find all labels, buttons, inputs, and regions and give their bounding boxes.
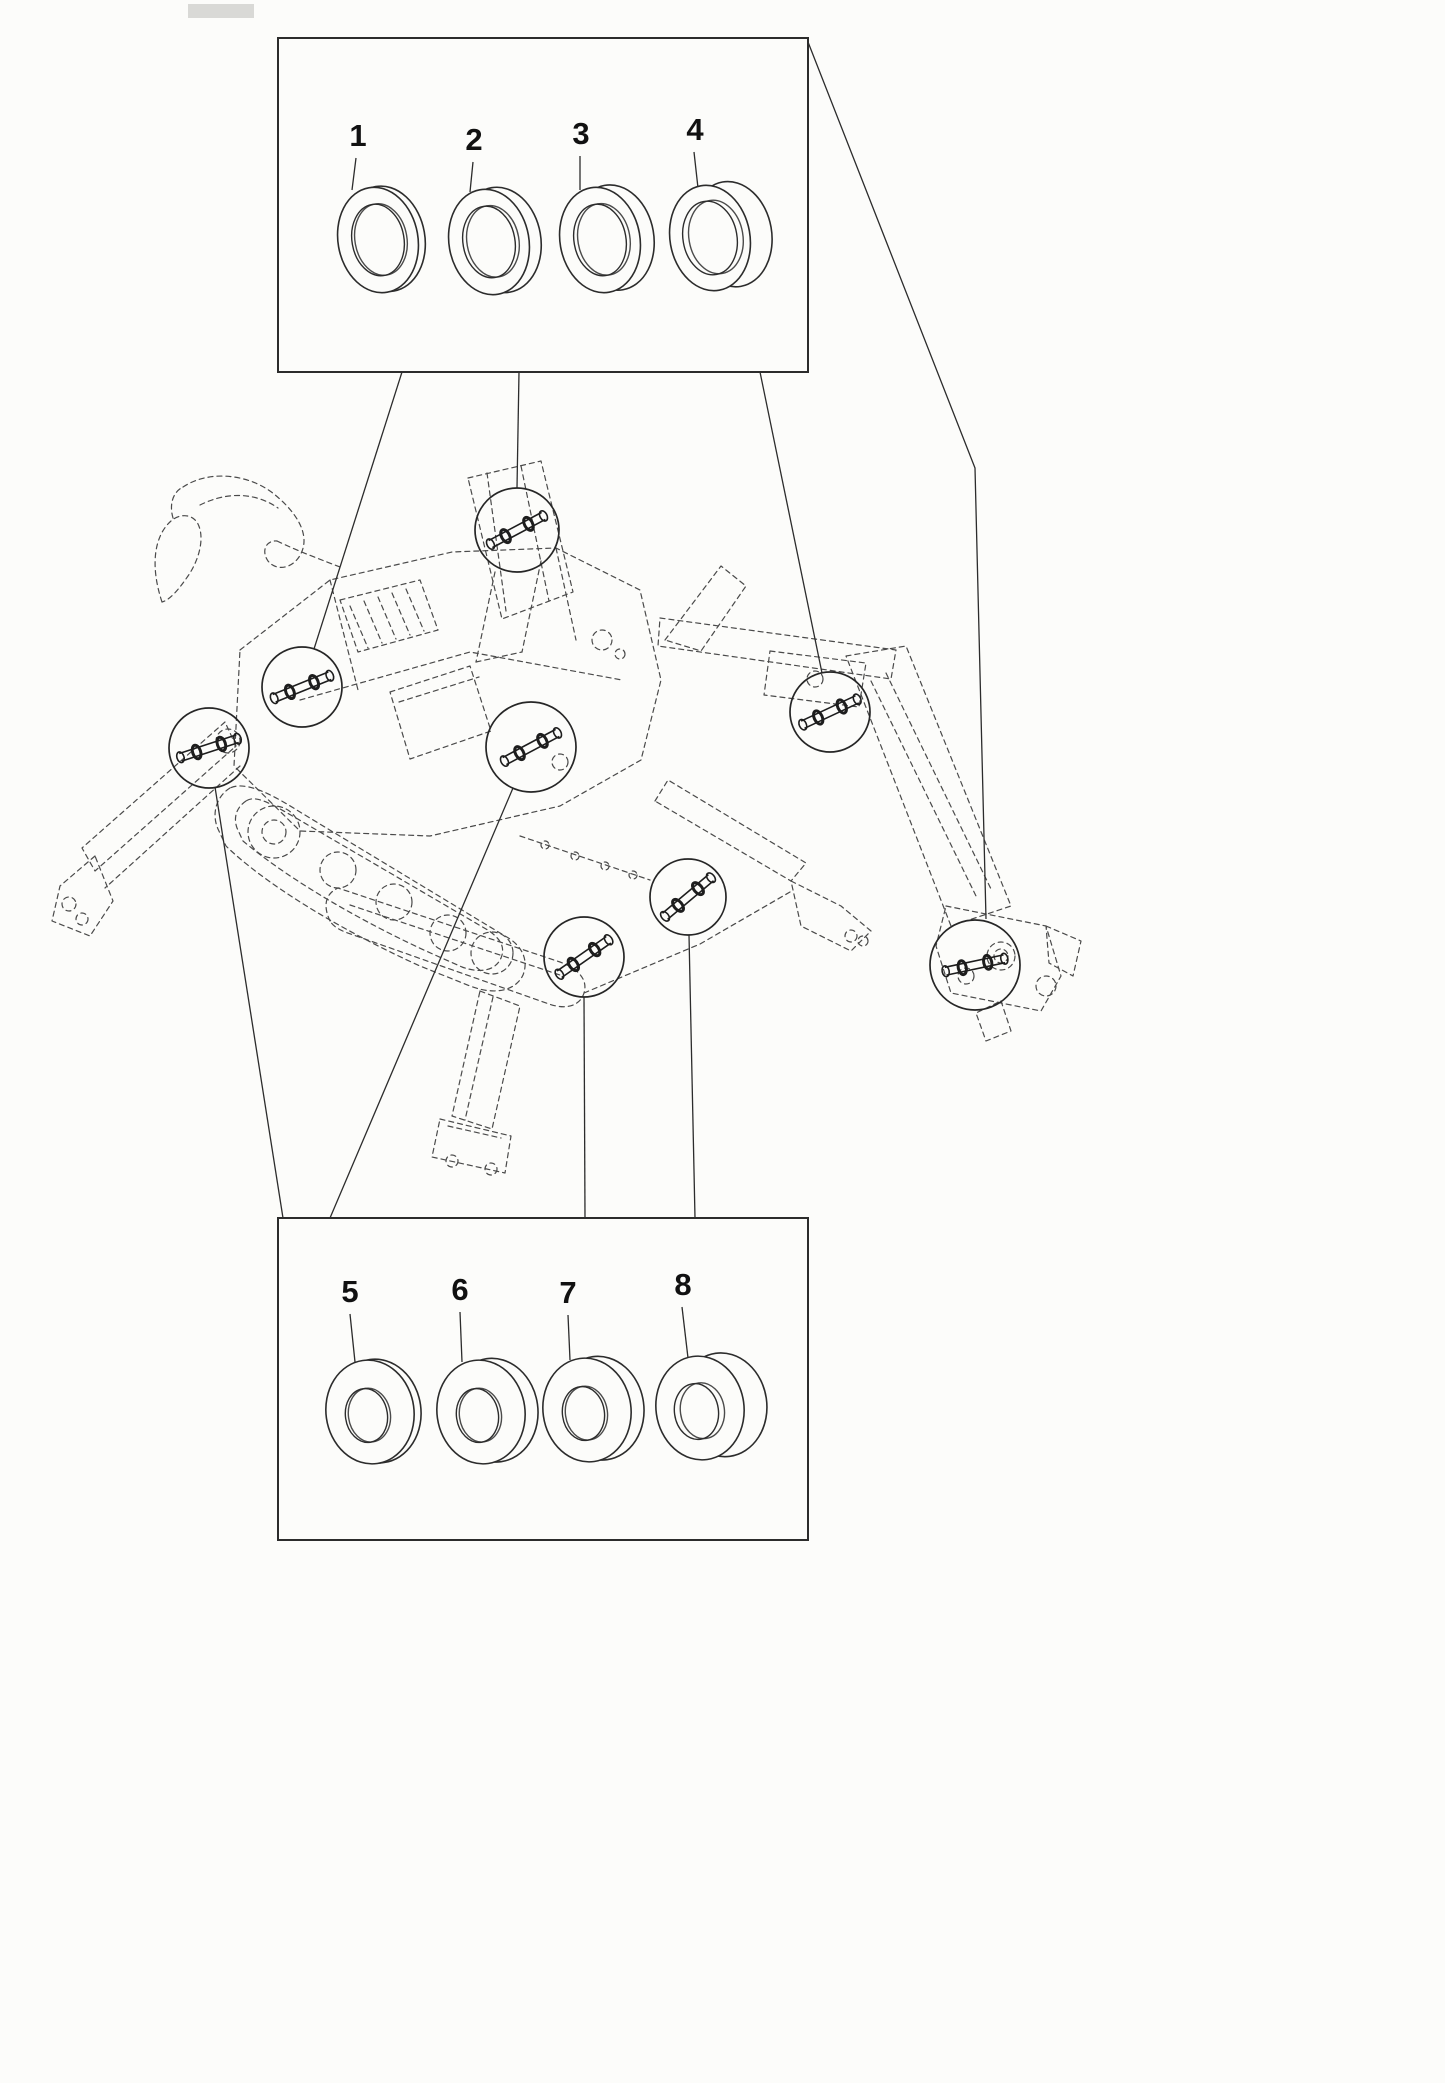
- seal-ring-1: [336, 185, 427, 294]
- label-lead-8: [681, 1306, 689, 1359]
- undercarriage-frame: [519, 835, 791, 994]
- mast: [467, 460, 574, 663]
- seal-ring-2: [447, 186, 543, 296]
- label-lead-5: [349, 1313, 356, 1363]
- part-label-4: 4: [686, 112, 704, 147]
- part-8: 8: [655, 1267, 768, 1461]
- label-lead-2: [469, 161, 474, 193]
- leader-line-bottom-far-left: [214, 786, 284, 1219]
- callout-circle: [261, 646, 343, 728]
- seal-ring-3: [558, 184, 656, 294]
- callout-circle: [168, 707, 250, 789]
- part-label-1: 1: [349, 118, 366, 153]
- leader-line-top-left: [313, 371, 403, 650]
- callout-circle: [543, 916, 625, 998]
- leader-line-top-right: [759, 371, 823, 674]
- seal-ring-5: [325, 1358, 422, 1465]
- boom-arm: [657, 565, 1082, 1042]
- seal-ring-8: [655, 1352, 768, 1461]
- top-parts-box-group: 1 2 3: [277, 37, 809, 373]
- part-label-2: 2: [465, 122, 482, 157]
- tracks: [214, 785, 586, 1008]
- left-outrigger: [51, 721, 241, 937]
- callout-circle: [474, 487, 560, 573]
- callout-center: [485, 701, 577, 793]
- machine-illustration: [51, 460, 1082, 1176]
- callout-lower-center: [543, 916, 625, 998]
- part-2: 2: [447, 122, 543, 296]
- leader-line-top-center: [516, 371, 520, 489]
- callout-lower-right: [649, 858, 727, 936]
- callout-circle: [649, 858, 727, 936]
- part-label-8: 8: [674, 1267, 691, 1302]
- leader-line-bottom-right: [688, 934, 696, 1219]
- callout-circle: [929, 919, 1021, 1011]
- callout-far-right: [929, 919, 1021, 1011]
- leader-line-bottom-center: [583, 996, 586, 1219]
- part-4: 4: [668, 112, 773, 292]
- seal-ring-7: [542, 1355, 645, 1463]
- leader-line-bottom-left: [329, 787, 514, 1219]
- leader-line-far-right: [807, 41, 987, 920]
- callouts: [168, 487, 1021, 1011]
- label-lead-6: [459, 1311, 463, 1363]
- part-label-7: 7: [559, 1275, 576, 1310]
- part-1: 1: [336, 118, 427, 294]
- leader-lines: [214, 41, 987, 1219]
- body: [233, 547, 662, 837]
- scan-artifact: [188, 4, 254, 18]
- callout-right: [789, 671, 871, 753]
- part-3: 3: [558, 116, 656, 294]
- seal-ring-4: [668, 180, 773, 292]
- part-label-6: 6: [451, 1272, 468, 1307]
- part-label-5: 5: [341, 1274, 358, 1309]
- label-lead-4: [693, 151, 699, 189]
- callout-circle: [485, 701, 577, 793]
- callout-far-left: [168, 707, 250, 789]
- part-5: 5: [325, 1274, 422, 1465]
- part-label-3: 3: [572, 116, 589, 151]
- label-lead-7: [567, 1314, 571, 1361]
- callout-circle: [789, 671, 871, 753]
- seal-ring-6: [436, 1357, 539, 1465]
- right-outrigger: [654, 779, 872, 952]
- remote-cable: [154, 475, 341, 603]
- center-outrigger: [431, 990, 521, 1176]
- label-lead-1: [351, 157, 357, 191]
- callout-top-center: [474, 487, 560, 573]
- callout-upper-left: [261, 646, 343, 728]
- part-7: 7: [542, 1275, 645, 1463]
- part-6: 6: [436, 1272, 539, 1465]
- bottom-parts-box-group: 5 6 7: [277, 1217, 809, 1541]
